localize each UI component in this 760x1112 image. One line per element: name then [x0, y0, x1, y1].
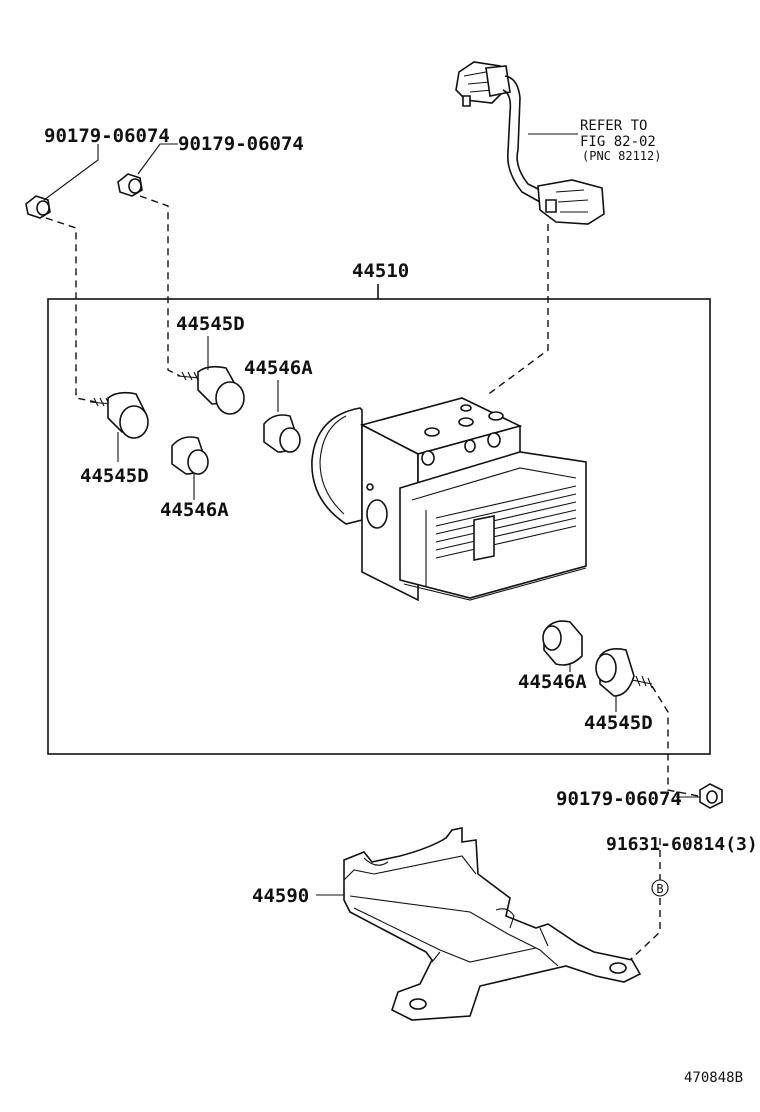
- bracket-44590: [343, 827, 642, 1021]
- cushion-44545d-top: [177, 365, 245, 415]
- label-assembly: 44510: [352, 260, 409, 282]
- label-bolt-right: 90179-06074: [556, 788, 682, 810]
- dash-bolt-top-mid: [139, 195, 181, 377]
- bolt-top-mid: [117, 173, 143, 197]
- label-cushion-d-right: 44545D: [584, 712, 653, 734]
- label-bolt-bracket: 91631-60814(3): [606, 834, 758, 855]
- abs-actuator-unit: [311, 397, 587, 602]
- dash-bracket-bolt-2: [629, 898, 661, 961]
- cushion-44546a-top: [263, 414, 301, 453]
- label-cushion-a-right: 44546A: [518, 671, 587, 693]
- label-bolt-top-mid: 90179-06074: [178, 133, 304, 155]
- dash-bolt-right: [651, 685, 699, 797]
- label-refer-line1: REFER TO: [580, 118, 647, 134]
- leader-bolt-top-left: [43, 144, 99, 201]
- cushion-44546a-left: [171, 436, 209, 475]
- cushion-44545d-right: [595, 648, 653, 697]
- leader-bolt-top-mid: [137, 143, 178, 175]
- label-cushion-a-left: 44546A: [160, 499, 229, 521]
- dash-harness: [485, 224, 549, 397]
- label-cushion-d-top: 44545D: [176, 313, 245, 335]
- dash-bolt-top-left: [45, 217, 97, 403]
- callout-b-circle: [651, 879, 669, 897]
- label-cushion-d-left: 44545D: [80, 465, 149, 487]
- wire-harness: [455, 61, 605, 225]
- bolt-top-left: [25, 195, 51, 219]
- label-refer-line3: (PNC 82112): [582, 149, 661, 163]
- label-cushion-a-top: 44546A: [244, 357, 313, 379]
- assembly-frame: [47, 298, 711, 755]
- label-bolt-top-left: 90179-06074: [44, 125, 170, 147]
- cushion-44546a-right: [542, 620, 583, 666]
- label-bracket: 44590: [252, 885, 309, 907]
- cushion-44545d-left: [89, 391, 149, 439]
- drawing-number: 470848B: [684, 1070, 743, 1086]
- label-refer-line2: FIG 82-02: [580, 134, 656, 150]
- bolt-right: [699, 783, 723, 809]
- callout-b-text: B: [656, 882, 663, 896]
